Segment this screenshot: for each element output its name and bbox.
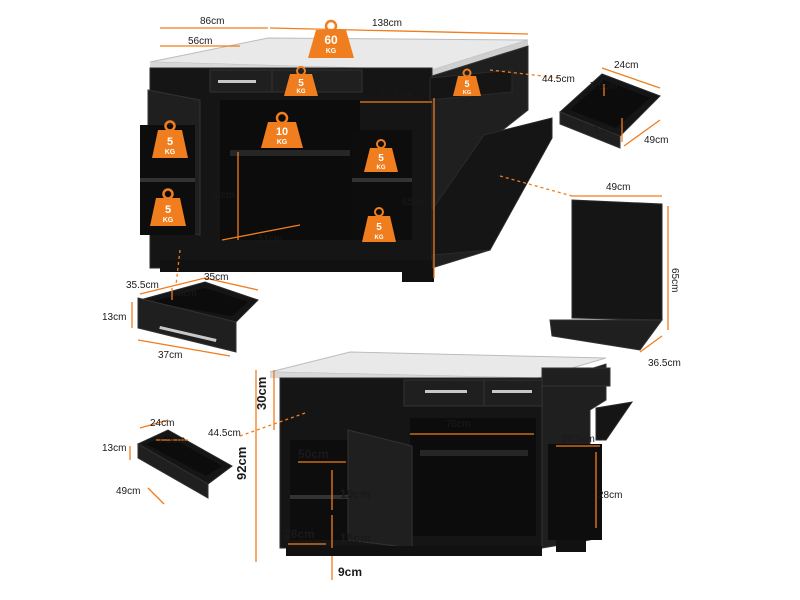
- svg-text:28cm: 28cm: [284, 527, 315, 541]
- label-total-width: 138cm: [372, 18, 402, 29]
- drawer-handle: [159, 325, 217, 342]
- countertop-side: [432, 40, 528, 76]
- center-shelf: [420, 450, 528, 456]
- door-panel-detail: 49cm 65cm 36.5cm: [499, 175, 681, 369]
- door-rack: [549, 319, 663, 351]
- svg-text:KG: KG: [297, 89, 306, 95]
- svg-text:KG: KG: [463, 90, 471, 96]
- svg-text:44.5cm: 44.5cm: [542, 74, 575, 85]
- weight-icon: [284, 74, 318, 96]
- svg-text:13cm: 13cm: [102, 443, 126, 454]
- drawer-detail-bottom-left: 24cm 7.5cm 44.5cm 13cm 49cm: [102, 411, 309, 505]
- weight-badge-drawer-center: 5 KG: [284, 66, 318, 96]
- right-side-shelf-divider: [352, 178, 412, 182]
- weight-icon: [362, 216, 396, 242]
- svg-text:KG: KG: [375, 235, 384, 241]
- weight-icon: [152, 130, 188, 158]
- weight-badge-side-upper: 5 KG: [152, 120, 188, 158]
- drawer-detail-left: 35.5cm 35cm 8cm 13cm 37cm: [102, 249, 259, 361]
- island-base: [286, 546, 542, 556]
- svg-text:24cm: 24cm: [614, 60, 638, 71]
- left-side-shelf-divider: [140, 178, 195, 182]
- svg-text:10: 10: [276, 126, 288, 138]
- svg-text:7.5cm: 7.5cm: [158, 435, 185, 446]
- svg-text:30cm: 30cm: [254, 377, 269, 410]
- svg-text:5: 5: [298, 78, 304, 89]
- drawer-box-front: [559, 111, 621, 149]
- svg-text:35.5cm: 35.5cm: [126, 280, 159, 291]
- label-depth: 86cm: [200, 16, 224, 27]
- weight-badge-side-lower: 5 KG: [150, 188, 186, 226]
- weight-badge-top: 60 KG: [308, 19, 354, 58]
- svg-text:49cm: 49cm: [606, 182, 630, 193]
- right-open-door: [595, 401, 634, 441]
- island-foot: [556, 540, 586, 552]
- svg-text:KG: KG: [326, 48, 337, 55]
- svg-text:65cm: 65cm: [669, 268, 680, 292]
- svg-text:KG: KG: [277, 139, 288, 146]
- island-base: [160, 260, 432, 272]
- svg-text:KG: KG: [377, 165, 386, 171]
- drawer-box-front: [137, 443, 209, 499]
- svg-text:50cm: 50cm: [298, 447, 329, 461]
- island-foot: [402, 268, 434, 282]
- weight-icon: [364, 148, 398, 172]
- svg-text:5: 5: [378, 153, 384, 164]
- svg-text:36.5cm: 36.5cm: [648, 358, 681, 369]
- svg-text:8cm: 8cm: [178, 288, 197, 299]
- svg-text:13cm: 13cm: [102, 312, 126, 323]
- svg-text:7.5cm: 7.5cm: [590, 81, 617, 92]
- label-inner-height: 32cm: [210, 190, 234, 201]
- label-side-height: 65cm: [402, 197, 426, 208]
- svg-text:35cm: 35cm: [204, 272, 228, 283]
- dim-line-inner-width: [221, 224, 301, 241]
- svg-text:18cm: 18cm: [340, 531, 371, 545]
- drawer-handle-left: [218, 80, 256, 83]
- weight-badge-center-shelf: 10 KG: [261, 111, 303, 148]
- svg-text:44.5cm: 44.5cm: [208, 428, 241, 439]
- island-top-view: 138cm 86cm 56cm 37.5cm 32cm 51cm 65cm: [140, 16, 553, 282]
- weight-badge-drawer-right: 5 KG: [453, 68, 481, 96]
- svg-text:5: 5: [464, 79, 469, 89]
- right-open-door: [431, 117, 553, 256]
- svg-text:28.5cm: 28.5cm: [562, 434, 595, 445]
- left-side-shelf-unit: [290, 440, 350, 540]
- svg-text:28cm: 28cm: [598, 490, 622, 501]
- weight-icon: [261, 122, 303, 148]
- label-side-depth: 37.5cm: [380, 90, 413, 101]
- center-shelf: [230, 150, 350, 156]
- weight-badge-right-upper: 5 KG: [364, 139, 398, 172]
- svg-text:5: 5: [165, 204, 171, 216]
- center-cabinet-interior: [220, 100, 360, 240]
- door-panel: [571, 199, 663, 321]
- pulled-small-drawer: [541, 367, 611, 387]
- svg-text:37cm: 37cm: [158, 350, 182, 361]
- svg-text:76cm: 76cm: [446, 419, 470, 430]
- island-bottom-view: 92cm 30cm 76cm 50cm 19cm 28cm 18cm 9cm 2…: [234, 351, 634, 580]
- label-depth-inner: 56cm: [188, 36, 212, 47]
- svg-text:60: 60: [324, 33, 338, 47]
- weight-badge-right-lower: 5 KG: [362, 207, 396, 242]
- weight-icon: [308, 30, 354, 58]
- svg-text:KG: KG: [163, 217, 174, 224]
- svg-text:KG: KG: [165, 149, 176, 156]
- svg-text:13cm: 13cm: [594, 125, 618, 136]
- weight-icon: [453, 76, 481, 96]
- label-inner-width: 51cm: [258, 234, 282, 245]
- svg-text:5: 5: [167, 136, 173, 148]
- svg-text:49cm: 49cm: [644, 135, 668, 146]
- right-side-shelf-unit: [548, 444, 602, 540]
- svg-text:9cm: 9cm: [338, 565, 362, 579]
- weight-icon: [150, 198, 186, 226]
- svg-text:92cm: 92cm: [234, 447, 249, 480]
- svg-text:49cm: 49cm: [116, 486, 140, 497]
- svg-text:5: 5: [376, 222, 382, 233]
- drawer-front-right: [271, 69, 363, 93]
- center-cabinet-interior: [410, 418, 536, 536]
- dim-line-total-width: [269, 27, 529, 35]
- drawer-detail-top-right: 24cm 44.5cm 7.5cm 13cm 49cm: [489, 60, 668, 149]
- svg-text:19cm: 19cm: [340, 487, 371, 501]
- svg-text:24cm: 24cm: [150, 418, 174, 429]
